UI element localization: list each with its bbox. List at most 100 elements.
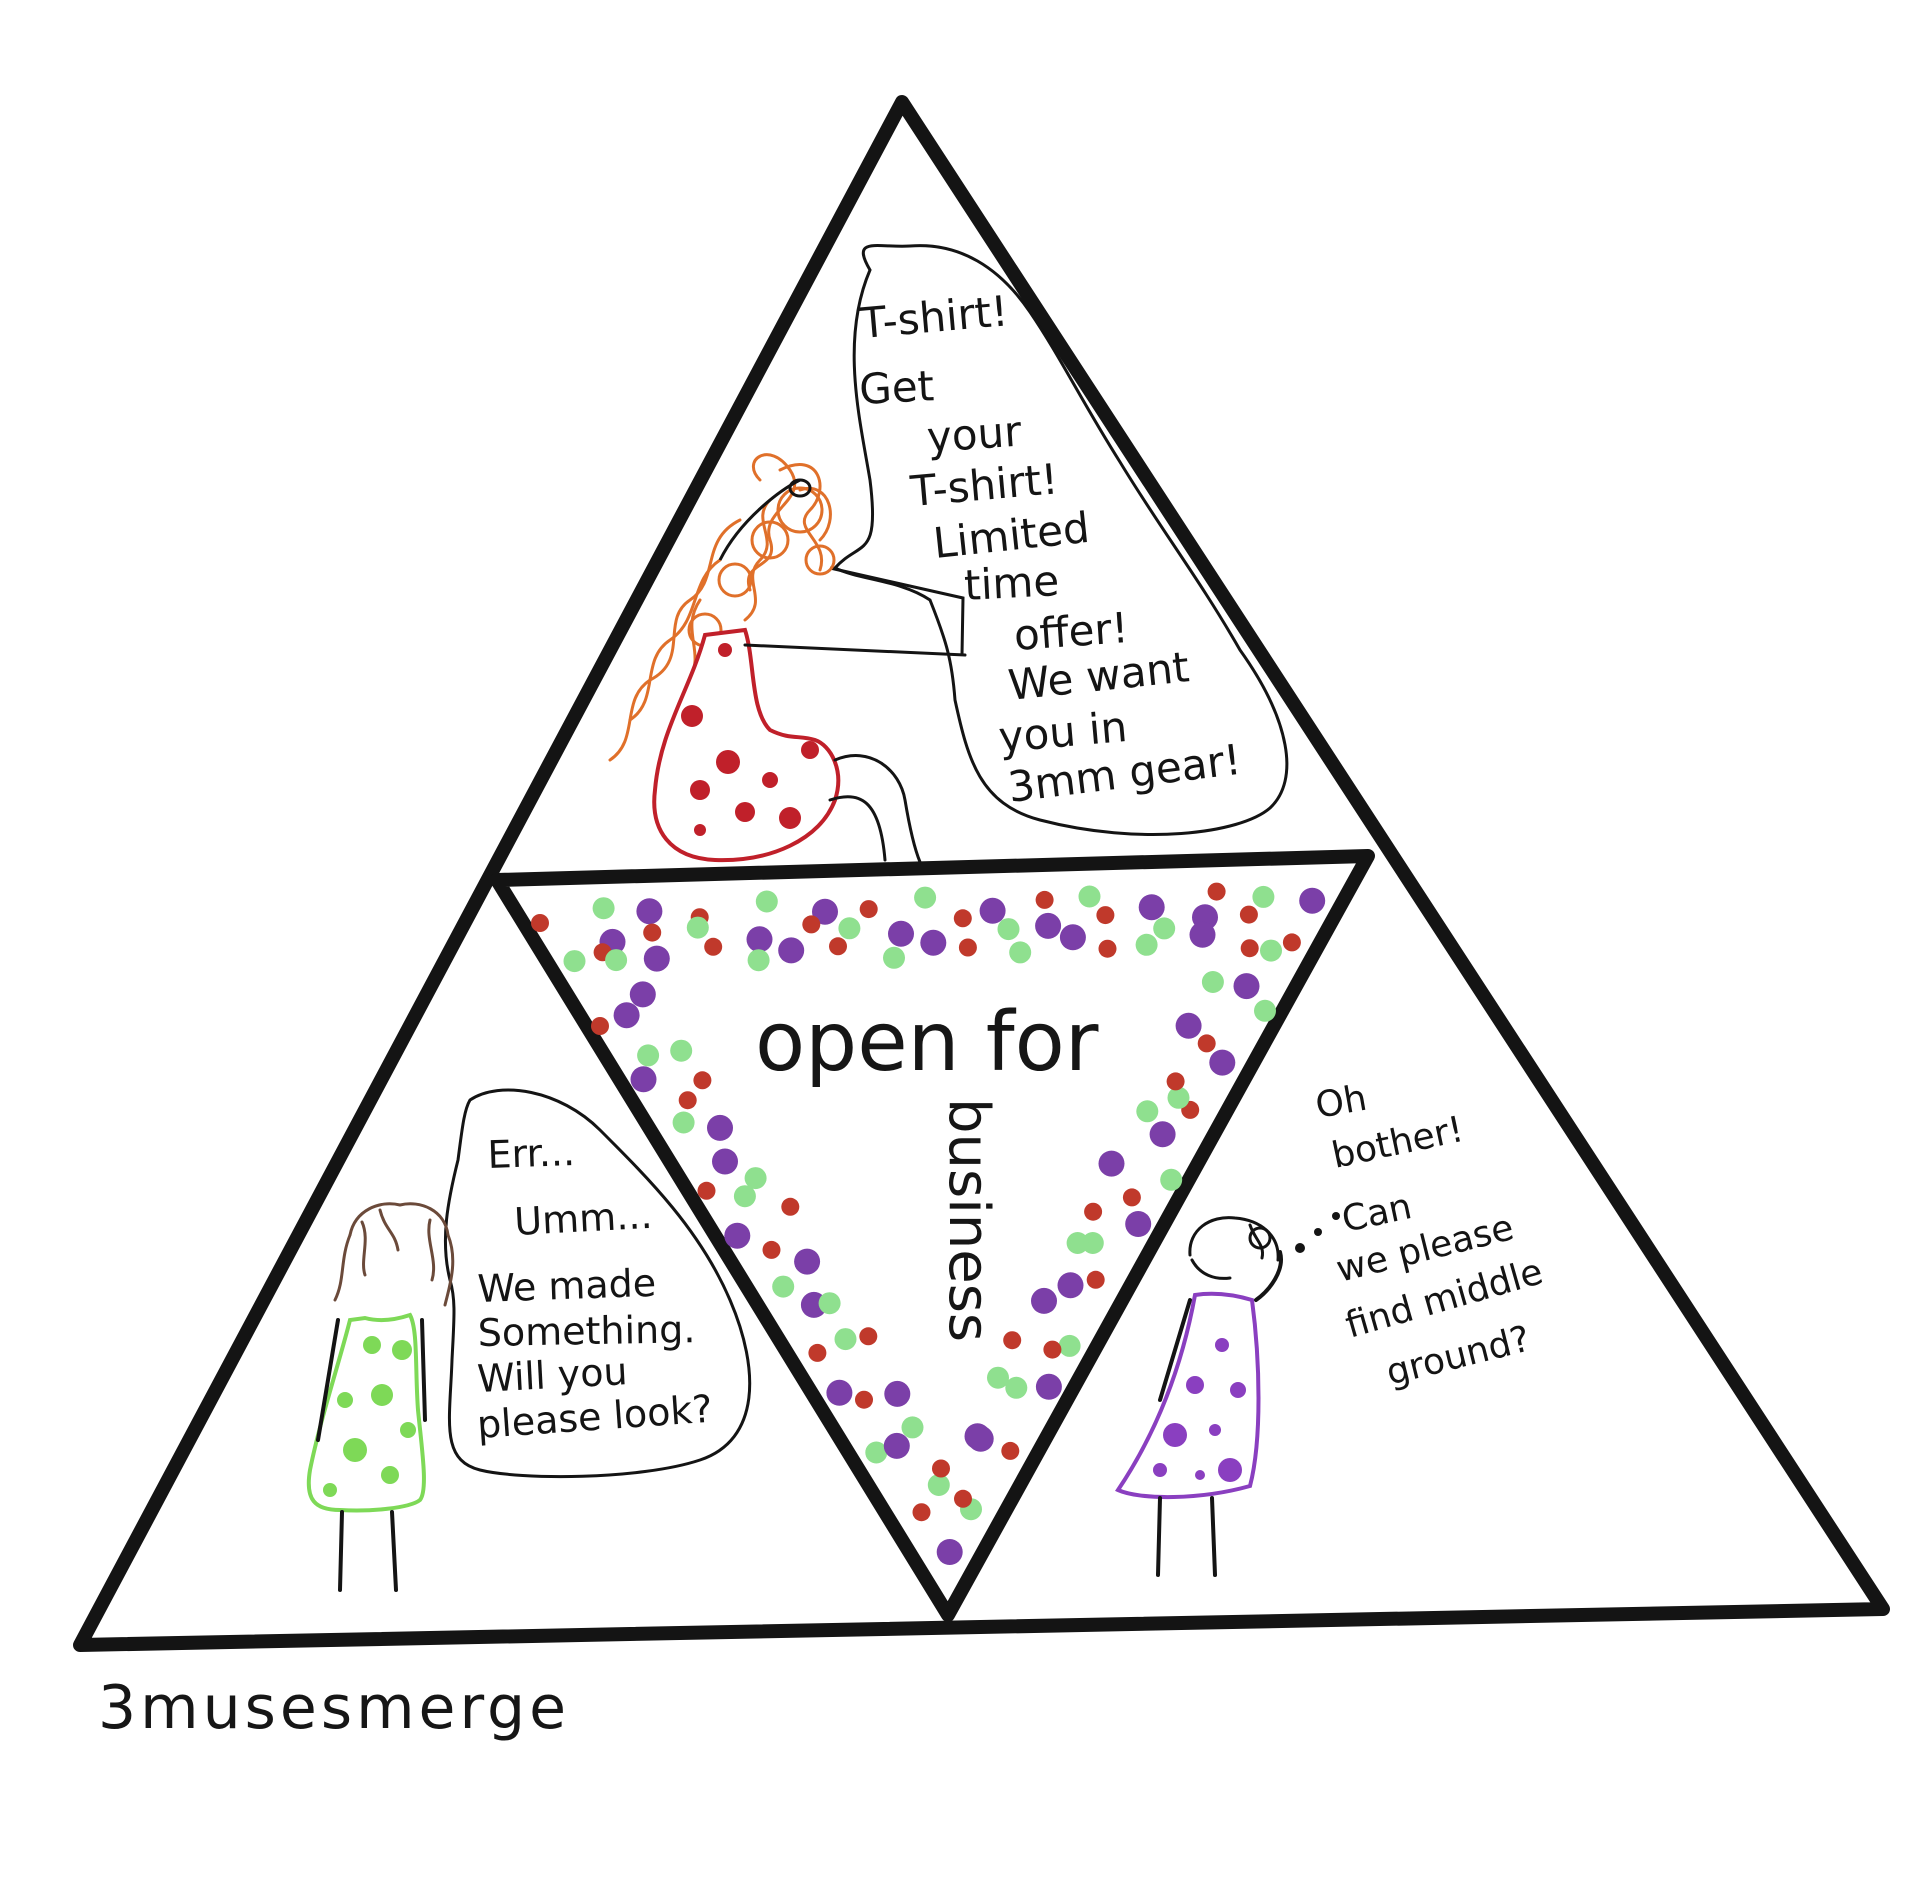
decorative-dot xyxy=(936,1539,963,1565)
decorative-dot xyxy=(920,929,947,956)
decorative-dot xyxy=(744,1167,767,1190)
decorative-dot xyxy=(802,915,821,934)
decorative-dot xyxy=(693,1071,712,1090)
orange-hair xyxy=(608,453,836,762)
top-bubble-line-6: time xyxy=(963,556,1060,610)
business-text: business xyxy=(936,1098,1001,1342)
decorative-dot xyxy=(1058,1334,1081,1357)
decorative-dot xyxy=(1005,1376,1028,1399)
open-for-text: open for xyxy=(755,995,1099,1090)
center-dot-border xyxy=(531,882,1326,1565)
decorative-dot xyxy=(1135,933,1158,956)
decorative-dot xyxy=(1207,882,1226,901)
decorative-dot xyxy=(1086,1270,1105,1289)
decorative-dot xyxy=(901,1416,924,1439)
top-muse-figure xyxy=(608,453,967,864)
top-speech-bubble xyxy=(832,244,1289,836)
decorative-dot xyxy=(781,1197,800,1216)
decorative-dot xyxy=(1197,1034,1216,1053)
decorative-dot xyxy=(1136,1100,1159,1123)
decorative-dot xyxy=(637,1044,660,1067)
decorative-dot xyxy=(778,937,805,964)
decorative-dot xyxy=(643,945,670,972)
decorative-dot xyxy=(1035,890,1054,909)
decorative-dot xyxy=(859,1327,878,1346)
decorative-dot xyxy=(1254,999,1276,1022)
decorative-dot xyxy=(1233,973,1260,1000)
decorative-dot xyxy=(912,1503,931,1522)
decorative-dot xyxy=(1282,933,1301,952)
decorative-dot xyxy=(914,886,937,909)
decorative-dot xyxy=(1122,1188,1141,1207)
decorative-dot xyxy=(1153,917,1176,940)
decorative-dot xyxy=(697,1181,716,1200)
decorative-dot xyxy=(630,1066,657,1093)
right-muse-limbs xyxy=(1156,1250,1283,1577)
decorative-dot xyxy=(883,1432,910,1459)
decorative-dot xyxy=(1240,939,1259,958)
decorative-dot xyxy=(592,897,615,920)
decorative-dot xyxy=(954,1489,972,1508)
left-bubble-line-1: Err... xyxy=(487,1130,576,1177)
decorative-dot xyxy=(855,1390,873,1409)
green-dress-dots xyxy=(323,1336,416,1497)
left-bubble-line-4: Something. xyxy=(477,1307,695,1355)
decorative-dot xyxy=(1125,1211,1152,1237)
decorative-dot xyxy=(1009,941,1032,964)
decorative-dot xyxy=(1078,885,1101,908)
legs-and-arm xyxy=(743,643,967,864)
decorative-dot xyxy=(932,1459,950,1478)
green-dress xyxy=(306,1312,426,1513)
decorative-dot xyxy=(707,1114,733,1141)
dark-hair xyxy=(1188,1216,1280,1280)
decorative-dot xyxy=(1189,921,1216,948)
decorative-dot xyxy=(883,946,905,969)
top-bubble-tail xyxy=(829,566,965,656)
decorative-dot xyxy=(605,949,628,972)
decorative-dot xyxy=(1081,1232,1104,1254)
top-bubble-line-2: Get xyxy=(858,361,935,414)
decorative-dot xyxy=(979,897,1006,924)
decorative-dot xyxy=(613,1002,640,1029)
left-muse-figure xyxy=(306,1202,455,1592)
decorative-dot xyxy=(1001,1441,1020,1460)
left-speech-bubble xyxy=(443,1088,752,1479)
decorative-dot xyxy=(997,918,1020,941)
decorative-dot xyxy=(1059,924,1086,951)
decorative-dot xyxy=(762,1240,781,1259)
decorative-dot xyxy=(1035,1373,1062,1400)
right-muse-figure xyxy=(1115,1216,1283,1577)
decorative-dot xyxy=(1209,1049,1236,1076)
decorative-dot xyxy=(636,898,663,925)
decorative-dot xyxy=(1084,1202,1103,1221)
decorative-dot xyxy=(834,1328,857,1351)
decorative-dot xyxy=(888,920,914,947)
decorative-dot xyxy=(1252,885,1275,908)
decorative-dot xyxy=(1031,1287,1057,1314)
signature-text: 3musesmerge xyxy=(98,1673,570,1743)
decorative-dot xyxy=(826,1379,853,1406)
decorative-dot xyxy=(1239,905,1258,924)
decorative-dot xyxy=(859,900,878,919)
right-thought-line-1: Oh xyxy=(1312,1078,1369,1127)
decorative-dot xyxy=(670,1039,693,1062)
decorative-dot xyxy=(1167,1086,1190,1109)
decorative-dot xyxy=(733,1185,756,1208)
triangle-frame xyxy=(73,95,1890,1652)
decorative-dot xyxy=(643,923,662,942)
decorative-dot xyxy=(1260,939,1282,962)
decorative-dot xyxy=(704,937,723,956)
decorative-dot xyxy=(865,1441,888,1464)
decorative-dot xyxy=(1057,1272,1084,1299)
decorative-dot xyxy=(1166,1072,1185,1091)
decorative-dot xyxy=(686,916,709,939)
decorative-dot xyxy=(794,1248,821,1275)
decorative-dot xyxy=(1096,906,1115,925)
decorative-dot xyxy=(812,898,838,925)
decorative-dot xyxy=(629,981,656,1008)
decorative-dot xyxy=(829,937,847,956)
left-bubble-line-2: Umm... xyxy=(513,1193,653,1244)
decorative-dot xyxy=(958,938,977,957)
